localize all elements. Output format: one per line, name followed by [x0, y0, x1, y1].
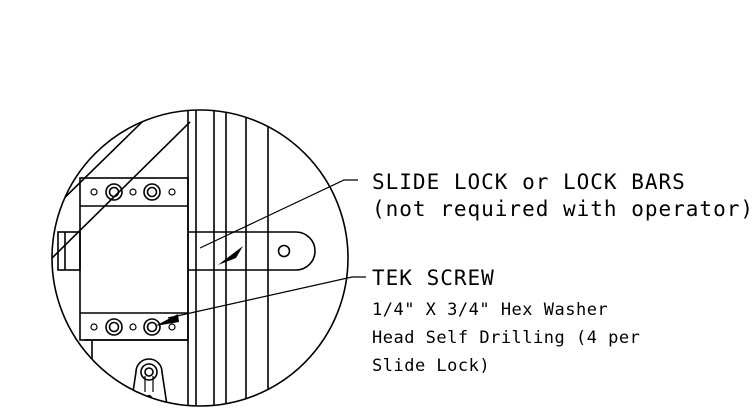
tek-screw-arrowhead: [155, 314, 179, 326]
tek-screw: [143, 183, 161, 201]
detail-circle: [51, 109, 349, 407]
slide-lock-arrowhead: [218, 246, 243, 265]
plate-hole: [90, 323, 98, 331]
plate-hole: [168, 188, 176, 196]
tek-screw-head: [146, 321, 158, 333]
tek-screw-leader: [167, 276, 366, 319]
tek-screw: [105, 183, 123, 201]
tek-screw-spec-2: Head Self Drilling (4 per: [372, 328, 640, 348]
tek-screw-spec-3: Slide Lock): [372, 356, 490, 376]
tek-screw-label: TEK SCREW: [372, 266, 495, 290]
detail-content: [52, 110, 316, 406]
tek-screw-head: [108, 321, 120, 333]
plate-hole: [129, 188, 137, 196]
plate-hole: [168, 323, 176, 331]
slide-lock-leader: [199, 179, 358, 249]
bracket-bolt: [140, 363, 158, 381]
tek-screw: [143, 318, 161, 336]
slide-bar-left-stub: [57, 231, 81, 271]
slide-lock-plate: [79, 177, 189, 341]
lower-bracket: [129, 358, 169, 406]
tek-screw: [105, 318, 123, 336]
plate-hole: [129, 323, 137, 331]
slide-bar-hole: [277, 244, 291, 258]
tek-screw-spec-1: 1/4" X 3/4" Hex Washer: [372, 300, 608, 320]
slide-lock-note: (not required with operator): [372, 197, 752, 221]
frame-diagonal-upper: [52, 110, 186, 211]
tek-screw-head: [146, 186, 158, 198]
slide-lock-label: SLIDE LOCK or LOCK BARS: [372, 170, 686, 194]
plate-hole: [90, 188, 98, 196]
bracket-bolt-inner: [144, 367, 154, 377]
slide-bar-tab: [188, 231, 316, 271]
tek-screw-head: [108, 186, 120, 198]
